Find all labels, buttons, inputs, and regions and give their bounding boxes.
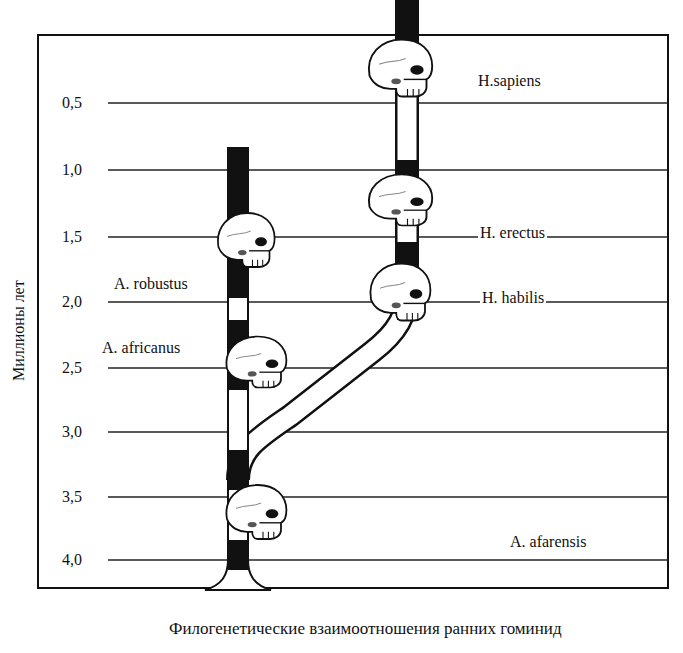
tick-label: 4,0: [62, 551, 82, 569]
species-label: H. erectus: [478, 224, 547, 242]
species-label: H.sapiens: [476, 72, 543, 90]
tick-label: 2,0: [62, 293, 82, 311]
tick-label: 1,5: [62, 228, 82, 246]
tick-label: 3,5: [62, 488, 82, 506]
species-label: H. habilis: [480, 289, 546, 307]
tick-label: 2,5: [62, 359, 82, 377]
figure-caption: Филогенетические взаимоотношения ранних …: [169, 620, 562, 639]
tick-label: 0,5: [62, 94, 82, 112]
tick-label: 1,0: [62, 161, 82, 179]
species-label: A. robustus: [112, 275, 190, 293]
species-label: A. afarensis: [508, 533, 588, 551]
tick-label: 3,0: [62, 423, 82, 441]
axis-title: Миллионы лет: [10, 280, 28, 381]
species-label: A. africanus: [100, 339, 182, 357]
